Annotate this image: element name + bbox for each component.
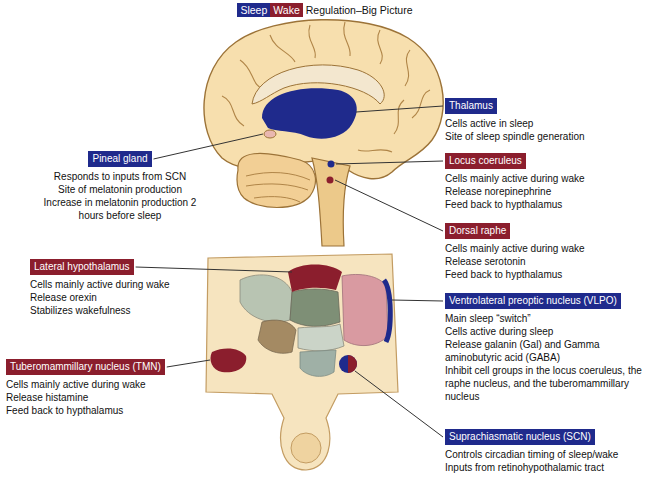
sulcus	[412, 90, 430, 118]
region-note: Release galanin (Gal) and Gamma aminobut…	[445, 338, 645, 364]
region-note: Inhibit cell groups in the locus coerule…	[445, 364, 645, 403]
nucleus-blob	[290, 289, 340, 326]
legend-text: Sleep	[240, 4, 267, 16]
region-heading: Locus coeruleus	[445, 153, 526, 169]
nucleus-blob	[298, 324, 344, 351]
region-callout: Tuberomammillary nucleus (TMN) Cells main…	[6, 356, 201, 417]
region-heading: Suprachiasmatic nucleus (SCN)	[445, 429, 595, 445]
region-note: Cells mainly active during wake	[445, 172, 645, 185]
region-note: Site of melatonin production	[30, 183, 210, 196]
region-note: Release norepinephrine	[445, 185, 645, 198]
region-callout: Suprachiasmatic nucleus (SCN) Controls ci…	[445, 426, 645, 474]
region-callout: Ventrolateral preoptic nucleus (VLPO) Mai…	[445, 290, 645, 403]
leader-lines	[136, 106, 443, 437]
leader-line	[336, 161, 443, 164]
leader-line	[154, 134, 263, 159]
sulcus	[394, 100, 404, 134]
region-note: Controls circadian timing of sleep/wake	[445, 448, 645, 461]
region-note: Cells mainly active during wake	[30, 278, 200, 291]
region-note: Feed back to hypthalamus	[445, 198, 645, 211]
folium	[246, 173, 310, 180]
region-callout: Dorsal rapheCells mainly active during w…	[445, 220, 645, 281]
sulcus	[309, 25, 316, 58]
region-note: Responds to inputs from SCN	[30, 170, 210, 183]
leader-line	[392, 300, 443, 301]
region-callout: Lateral hypothalamusCells mainly active …	[30, 256, 200, 317]
region-note: Increase in melatonin production 2 hours…	[30, 196, 210, 222]
lateral-hypothalamus-area	[288, 265, 342, 293]
folium	[246, 184, 308, 190]
cerebrum	[204, 20, 443, 179]
hypothalamus-inset	[206, 254, 398, 470]
gyri	[222, 22, 430, 152]
region-note: Main sleep “switch”	[445, 312, 645, 325]
leader-line	[167, 360, 210, 367]
region-note: Cells mainly active during wake	[6, 378, 201, 391]
region-note: Stabilizes wakefulness	[30, 304, 200, 317]
region-note: Release orexin	[30, 291, 200, 304]
title-text: Regulation–Big Picture	[306, 4, 413, 16]
leader-line	[356, 106, 443, 112]
region-note: Inputs from retinohypothalamic tract	[445, 461, 645, 474]
sulcus	[358, 150, 392, 152]
nucleus-blob	[240, 275, 292, 322]
leader-line	[136, 267, 292, 272]
leader-line	[355, 371, 443, 437]
vlpo-area	[342, 274, 388, 345]
vlpo-border	[384, 280, 390, 342]
cerebellum-folia	[246, 173, 310, 202]
sulcus	[378, 30, 383, 64]
brainstem	[312, 158, 350, 246]
sulcus	[270, 35, 295, 62]
sulcus	[344, 22, 350, 56]
region-heading: Pineal gland	[88, 151, 151, 167]
thalamus-region	[262, 88, 357, 138]
nucleus-blob	[258, 320, 296, 353]
pineal-gland	[264, 130, 276, 138]
title-bar: Sleep Wake Regulation–Big Picture	[0, 3, 650, 17]
region-note: Site of sleep spindle generation	[445, 130, 645, 143]
region-note: Cells active in sleep	[445, 117, 645, 130]
region-callout: Pineal glandResponds to inputs from SCNS…	[30, 148, 210, 222]
region-callout: ThalamusCells active in sleepSite of sle…	[445, 95, 645, 143]
scn-area	[339, 355, 357, 373]
nucleus-blob	[300, 350, 336, 376]
region-heading: Lateral hypothalamus	[30, 259, 134, 275]
folium	[254, 197, 300, 202]
region-note: Release histamine	[6, 391, 201, 404]
region-heading: Ventrolateral preoptic nucleus (VLPO)	[445, 293, 621, 309]
legend-swatch: Wake	[270, 3, 302, 17]
sulcus	[222, 96, 244, 126]
region-heading: Dorsal raphe	[445, 223, 510, 239]
region-note: Cells active during sleep	[445, 325, 645, 338]
dorsal-raphe-dot	[327, 177, 334, 184]
region-note: Feed back to hypthalamus	[445, 268, 645, 281]
pituitary	[291, 433, 321, 463]
region-note: Release serotonin	[445, 255, 645, 268]
cerebellum	[237, 153, 316, 207]
region-heading: Tuberomammillary nucleus (TMN)	[6, 359, 165, 375]
region-callout: Locus coeruleusCells mainly active durin…	[445, 150, 645, 211]
leader-line	[335, 180, 443, 231]
region-note: Cells mainly active during wake	[445, 242, 645, 255]
region-note: Feed back to hypthalamus	[6, 404, 201, 417]
legend-swatch: Sleep	[237, 3, 270, 17]
sulcus	[405, 50, 410, 86]
legend-text: Wake	[273, 4, 299, 16]
locus-coeruleus-dot	[328, 161, 335, 168]
region-heading: Thalamus	[445, 98, 497, 114]
tmn-area	[210, 349, 246, 373]
scn-wake-half	[348, 355, 357, 373]
